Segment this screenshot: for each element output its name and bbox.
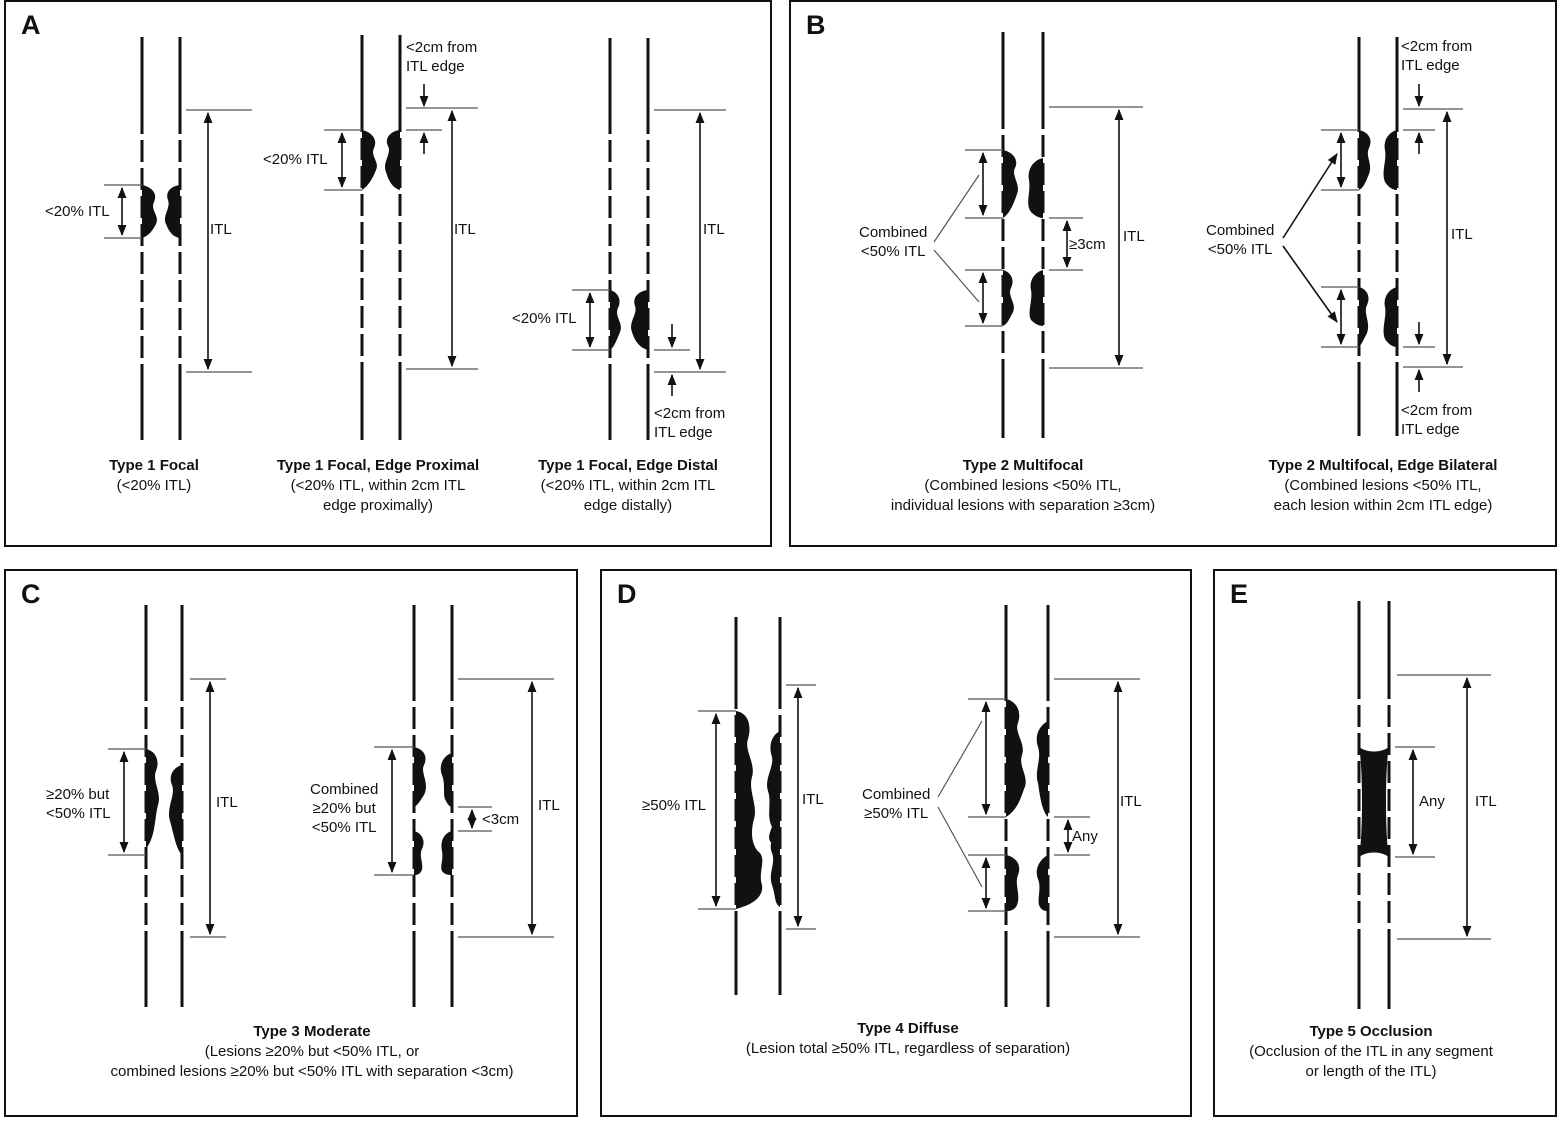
caption-type1-focal: Type 1 Focal(<20% ITL): [109, 457, 199, 494]
combined-label: Combined<50% ITL: [859, 224, 928, 260]
vessel-type1-edge-distal: [572, 38, 726, 440]
panel-e-diagram: [1357, 601, 1491, 1009]
panel-letter: E: [1230, 579, 1249, 609]
caption-type3-moderate: Type 3 Moderate(Lesions ≥20% but <50% IT…: [110, 1023, 514, 1080]
vessel-type3-single: [108, 605, 226, 1007]
itl-label: ITL: [216, 794, 238, 811]
itl-label: ITL: [1451, 226, 1473, 243]
caption-type4-diffuse: Type 4 Diffuse(Lesion total ≥50% ITL, re…: [745, 1020, 1071, 1057]
combined-label: Combined≥50% ITL: [862, 786, 931, 822]
panel-a: A: [4, 0, 772, 547]
vessel-type4-single: [698, 617, 816, 995]
lesion-label: ≥50% ITL: [642, 797, 707, 814]
itl-label: ITL: [538, 797, 560, 814]
vessel-type5-occlusion: [1357, 601, 1491, 1009]
panel-e: E Any ITL Type 5 Occlusion(Occlusion of …: [1213, 569, 1557, 1117]
gap-label: ≥3cm: [1069, 236, 1106, 253]
vessel-type4-combined: [937, 605, 1140, 1007]
lesion-label: <20% ITL: [45, 203, 110, 220]
gap-label: <3cm: [482, 811, 520, 828]
panel-c-diagram: [108, 605, 554, 1007]
caption-type5-occlusion: Type 5 Occlusion(Occlusion of the ITL in…: [1249, 1023, 1493, 1080]
itl-label: ITL: [454, 221, 476, 238]
itl-label: ITL: [703, 221, 725, 238]
panel-d-diagram: [698, 605, 1140, 1007]
vessel-type1-edge-proximal: [324, 35, 478, 440]
lesion-label: ≥20% but<50% ITL: [46, 786, 111, 822]
itl-label: ITL: [802, 791, 824, 808]
combined-label: Combined≥20% but<50% ITL: [310, 781, 379, 836]
combined-label: Combined<50% ITL: [1206, 222, 1275, 258]
lesion-label: Any: [1419, 793, 1445, 810]
caption-type1-edge-distal: Type 1 Focal, Edge Distal(<20% ITL, with…: [538, 457, 718, 514]
vessel-type1-focal: [104, 37, 252, 440]
caption-type1-edge-proximal: Type 1 Focal, Edge Proximal(<20% ITL, wi…: [276, 457, 480, 514]
lesion-label: <20% ITL: [512, 310, 577, 327]
itl-label: ITL: [1123, 228, 1145, 245]
vessel-type3-combined: [374, 605, 554, 1007]
vessel-type2-multifocal: [933, 32, 1143, 438]
itl-label: ITL: [1475, 793, 1497, 810]
panel-d: D: [600, 569, 1192, 1117]
itl-label: ITL: [1120, 793, 1142, 810]
caption-type2-multifocal: Type 2 Multifocal(Combined lesions <50% …: [890, 457, 1156, 514]
panel-letter: B: [806, 10, 826, 40]
panel-b: B: [789, 0, 1557, 547]
panel-letter: D: [617, 579, 637, 609]
vessel-type2-edge-bilateral: [1282, 37, 1463, 436]
gap-label: Any: [1072, 828, 1098, 845]
itl-label: ITL: [210, 221, 232, 238]
panel-b-diagram: [933, 32, 1463, 438]
panel-c: C ≥20% but<50%: [4, 569, 578, 1117]
panel-letter: C: [21, 579, 41, 609]
panel-letter: A: [21, 10, 41, 40]
panel-a-diagram: [104, 35, 726, 440]
caption-type2-edge-bilateral: Type 2 Multifocal, Edge Bilateral(Combin…: [1268, 457, 1498, 514]
lesion-label: <20% ITL: [263, 151, 328, 168]
